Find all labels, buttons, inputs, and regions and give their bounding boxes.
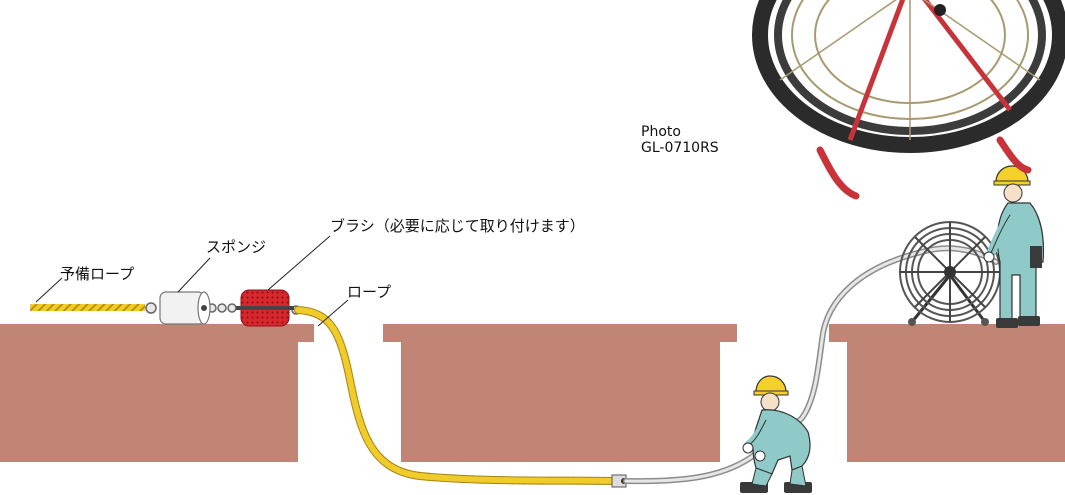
left-manhole bbox=[0, 324, 314, 462]
label-rope: ロープ bbox=[347, 283, 392, 301]
photo-caption-line2: GL-0710RS bbox=[641, 140, 719, 157]
label-spare-rope: 予備ロープ bbox=[60, 265, 135, 283]
middle-manhole bbox=[383, 324, 737, 462]
photo-caption: Photo GL-0710RS bbox=[641, 124, 719, 156]
right-manhole bbox=[829, 324, 1065, 462]
photo-caption-line1: Photo bbox=[641, 124, 681, 140]
worker-pulling bbox=[740, 375, 812, 493]
worker-at-reel bbox=[983, 165, 1045, 328]
label-sponge: スポンジ bbox=[206, 238, 267, 256]
steel-rod bbox=[623, 245, 999, 485]
reel-photo bbox=[752, 0, 1065, 200]
label-brush: ブラシ（必要に応じて取り付けます） bbox=[330, 217, 585, 235]
brush bbox=[236, 289, 294, 327]
rope bbox=[294, 306, 619, 485]
spare-rope bbox=[30, 304, 145, 311]
sponge bbox=[159, 291, 211, 325]
leader-lines bbox=[35, 235, 349, 327]
reel-illustration bbox=[899, 221, 1001, 326]
